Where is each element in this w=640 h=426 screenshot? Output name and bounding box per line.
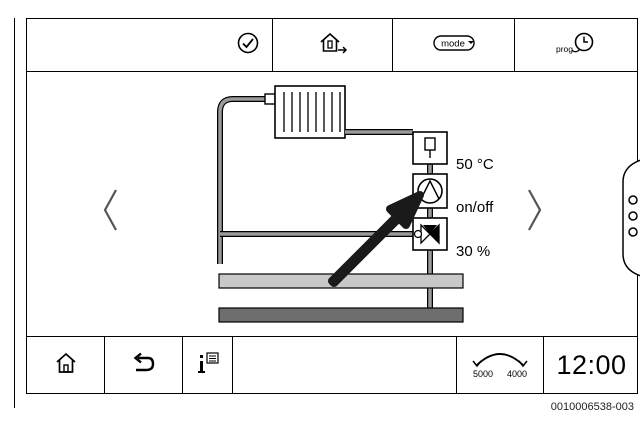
- more-options-handle[interactable]: [611, 158, 640, 283]
- back-button[interactable]: [105, 337, 183, 394]
- home-button[interactable]: [27, 337, 105, 394]
- heating-system-button[interactable]: [272, 19, 392, 72]
- counter-low-value: 5000: [473, 369, 493, 379]
- info-button[interactable]: [183, 337, 233, 394]
- radiator-icon: [274, 85, 346, 139]
- program-button[interactable]: prog: [514, 19, 639, 72]
- heating-circuit-diagram: [217, 85, 464, 323]
- empty-bar-area: [233, 337, 457, 394]
- mixing-valve-icon: [412, 217, 448, 251]
- check-circle-icon: [236, 31, 260, 60]
- counter-button[interactable]: 5000 4000: [457, 337, 544, 394]
- info-menu-icon: [197, 351, 219, 380]
- figure-reference: 0010006538-003: [550, 401, 634, 413]
- mode-icon: mode: [432, 33, 475, 58]
- home-icon: [55, 352, 77, 379]
- more-dot-icon: [628, 195, 638, 205]
- valve-position-value: 30 %: [456, 243, 491, 260]
- more-dot-icon: [628, 211, 638, 221]
- prog-icon-label: prog: [556, 44, 573, 54]
- page-margin-line: [14, 18, 15, 408]
- home-heating-icon: [318, 31, 348, 60]
- temperature-sensor-icon: [412, 131, 448, 165]
- pump-state-value: on/off: [456, 199, 494, 216]
- bottom-bar: 5000 4000 12:00: [27, 336, 637, 394]
- more-dot-icon: [628, 227, 638, 237]
- top-bar: mode prog: [27, 19, 637, 72]
- temperature-value: 50 °C: [456, 156, 494, 173]
- return-manifold: [218, 307, 464, 323]
- confirm-button[interactable]: [27, 19, 272, 72]
- previous-arrow-icon[interactable]: [101, 188, 119, 237]
- mode-icon-label: mode: [441, 39, 465, 50]
- prog-clock-icon: prog: [555, 30, 599, 61]
- counter-high-value: 4000: [507, 369, 527, 379]
- clock-display[interactable]: 12:00: [556, 350, 627, 380]
- mode-button[interactable]: mode: [392, 19, 514, 72]
- main-panel: 50 °C on/off 30 %: [27, 72, 640, 336]
- controller-screen: mode prog: [26, 18, 640, 394]
- pointer-arrow-icon: [328, 191, 424, 287]
- next-arrow-icon[interactable]: [526, 188, 544, 237]
- counter-arc-icon: 5000 4000: [469, 345, 531, 386]
- back-arrow-icon: [132, 352, 156, 379]
